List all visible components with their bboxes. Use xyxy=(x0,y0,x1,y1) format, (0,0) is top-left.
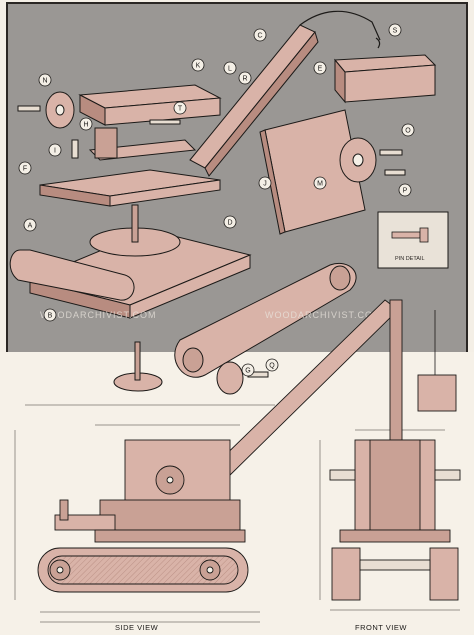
side-view-title: SIDE VIEW xyxy=(115,623,159,632)
part-callout-r: R xyxy=(242,76,247,83)
side-view-drawing xyxy=(14,299,399,623)
part-callout-circle-q xyxy=(265,358,279,372)
part-callout-j: J xyxy=(263,181,267,188)
part-callout-b: B xyxy=(48,313,53,320)
part-callout-k: K xyxy=(196,63,201,70)
part-callout-circle-t xyxy=(173,101,187,115)
part-callout-i: I xyxy=(54,148,56,155)
part-callout-circle-k xyxy=(191,58,205,72)
track-right xyxy=(174,263,357,378)
part-callout-l: L xyxy=(228,66,232,73)
front-track-right xyxy=(429,547,459,601)
part-callout-c: C xyxy=(257,33,262,40)
part-callout-s: S xyxy=(393,28,398,35)
exploded-assembly xyxy=(9,10,437,395)
part-callout-circle-j xyxy=(258,176,272,190)
part-callout-p: P xyxy=(403,188,408,195)
front-weight xyxy=(417,374,457,412)
track-left xyxy=(9,249,135,301)
wheel-lower xyxy=(216,361,244,395)
watermark-right: WOODARCHIVIST.COM xyxy=(265,310,382,320)
part-callout-a: A xyxy=(28,223,33,230)
part-callout-circle-r xyxy=(238,71,252,85)
watermark-left: WOODARCHIVIST.COM xyxy=(40,310,157,320)
part-callout-circle-h xyxy=(79,117,93,131)
part-callout-circle-i xyxy=(48,143,62,157)
part-callout-t: T xyxy=(178,106,183,113)
part-callout-f: F xyxy=(23,166,27,173)
part-callout-e: E xyxy=(318,66,323,73)
part-callout-circle-p xyxy=(398,183,412,197)
part-callout-circle-e xyxy=(313,61,327,75)
part-callout-n: N xyxy=(42,78,47,85)
part-callout-circle-c xyxy=(253,28,267,42)
part-callout-circle-f xyxy=(18,161,32,175)
part-callout-circle-g xyxy=(241,363,255,377)
front-view-drawing xyxy=(319,299,461,611)
cable xyxy=(299,10,381,41)
front-track-left xyxy=(331,547,361,601)
part-callout-circle-d xyxy=(223,215,237,229)
part-callout-circle-l xyxy=(223,61,237,75)
part-callout-o: O xyxy=(405,128,411,135)
part-callout-circle-b xyxy=(43,308,57,322)
pin-detail-title: PIN DETAIL xyxy=(395,256,425,262)
part-callout-circle-o xyxy=(401,123,415,137)
part-callout-h: H xyxy=(83,122,88,129)
part-callout-circle-a xyxy=(23,218,37,232)
part-callout-d: D xyxy=(227,220,232,227)
part-callout-circle-s xyxy=(388,23,402,37)
part-callout-q: Q xyxy=(269,363,275,370)
part-callout-circle-n xyxy=(38,73,52,87)
pin-detail-inset: PIN DETAIL xyxy=(377,211,449,269)
part-callouts: A B C D E F G H I J K L M N O P Q R S T xyxy=(18,23,415,377)
part-callout-m: M xyxy=(317,181,323,188)
part-callout-circle-m xyxy=(313,176,327,190)
part-callout-g: G xyxy=(245,368,250,375)
front-view-title: FRONT VIEW xyxy=(355,623,407,632)
